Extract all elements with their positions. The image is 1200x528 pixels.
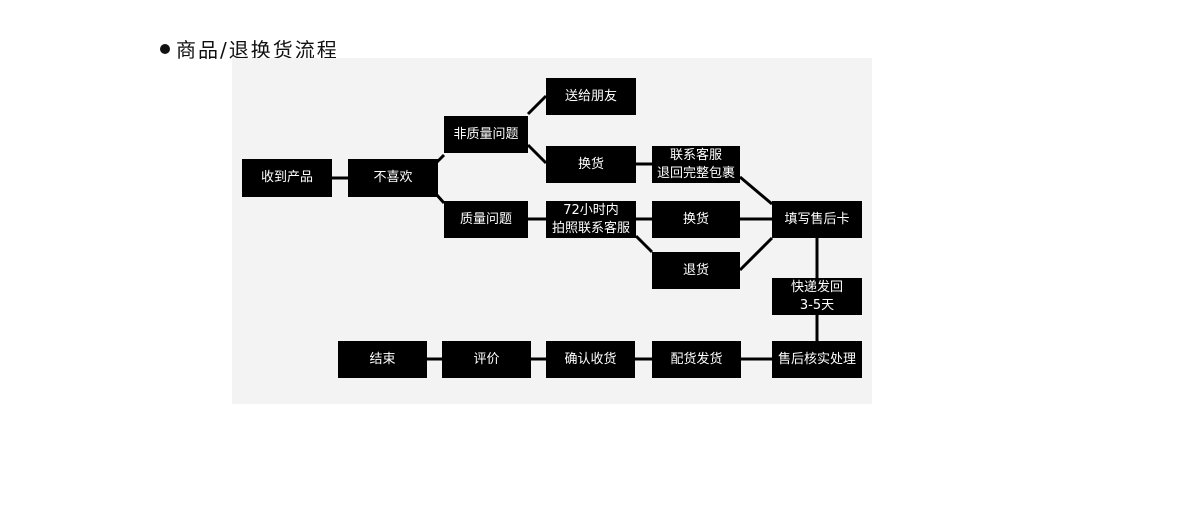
bullet-icon bbox=[160, 43, 170, 54]
node-quality: 质量问题 bbox=[444, 201, 528, 238]
edge-nonquality-exchange bbox=[526, 143, 548, 165]
node-confirm: 确认收货 bbox=[546, 341, 635, 378]
node-contact-return: 联系客服 退回完整包裹 bbox=[652, 146, 740, 183]
edge-contact-card bbox=[739, 175, 773, 206]
node-review: 评价 bbox=[442, 341, 531, 378]
edge-photo-return bbox=[634, 234, 654, 254]
node-verify: 售后核实处理 bbox=[772, 341, 862, 378]
edge-nonquality-gift bbox=[526, 94, 548, 116]
node-non-quality: 非质量问题 bbox=[444, 116, 528, 153]
node-end: 结束 bbox=[338, 341, 427, 378]
node-dislike: 不喜欢 bbox=[348, 159, 438, 197]
node-exchange-mid: 换货 bbox=[652, 201, 740, 238]
edge-return-card bbox=[738, 236, 774, 272]
node-exchange-top: 换货 bbox=[546, 146, 636, 183]
node-photo-contact: 72小时内 拍照联系客服 bbox=[546, 201, 636, 238]
node-fill-card: 填写售后卡 bbox=[772, 201, 862, 238]
node-express: 快递发回 3-5天 bbox=[772, 278, 862, 315]
flowchart-connectors bbox=[332, 94, 819, 361]
node-receive: 收到产品 bbox=[242, 159, 332, 197]
flowchart: 收到产品 不喜欢 非质量问题 质量问题 送给朋友 换货 联系客服 退回完整包裹 … bbox=[232, 58, 872, 404]
node-gift: 送给朋友 bbox=[546, 78, 636, 115]
node-return: 退货 bbox=[652, 252, 740, 289]
node-dispatch: 配货发货 bbox=[652, 341, 741, 378]
